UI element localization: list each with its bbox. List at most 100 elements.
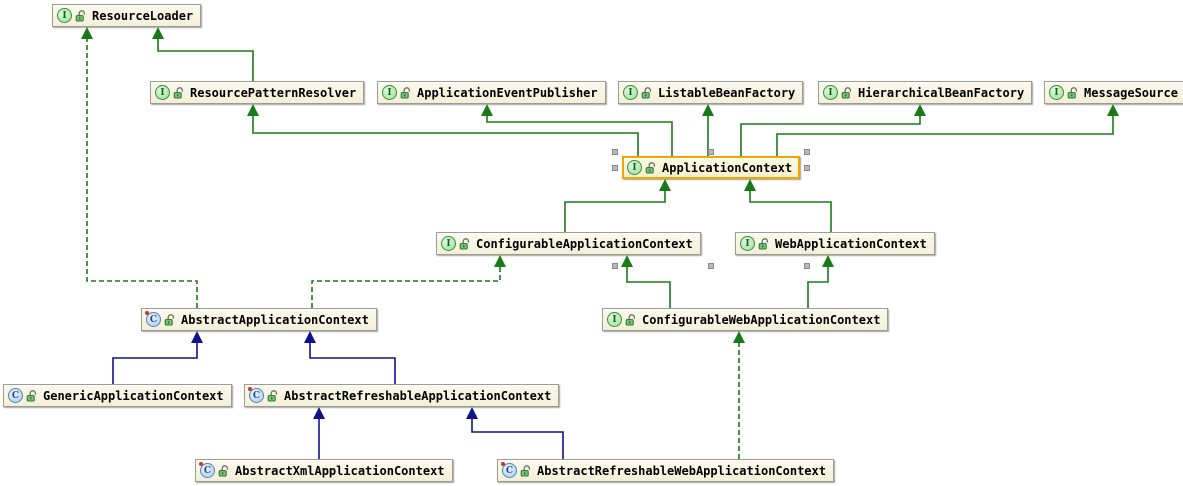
selection-handle[interactable]: [804, 149, 811, 155]
type-letter: I: [387, 87, 392, 98]
node-label: AbstractRefreshableApplicationContext: [284, 388, 552, 403]
type-letter: I: [745, 238, 750, 249]
type-icon: C: [501, 462, 517, 478]
type-letter: C: [203, 465, 212, 476]
edge-generic-application-context-to-abstract-application-context: [112, 343, 198, 384]
node-web-application-context[interactable]: I WebApplicationContext: [735, 232, 935, 255]
open-padlock-icon: [400, 86, 411, 98]
type-icon: C: [8, 388, 23, 403]
type-letter: C: [11, 390, 20, 401]
edge-abstract-application-context-to-resource-loader: [86, 39, 198, 308]
node-label: HierarchicalBeanFactory: [858, 85, 1025, 100]
selection-handle[interactable]: [804, 164, 811, 171]
node-label: ApplicationContext: [662, 160, 793, 175]
node-label: ResourcePatternResolver: [190, 85, 357, 100]
edge-configurable-web-application-context-to-configurable-application-context: [626, 267, 671, 308]
node-generic-application-context[interactable]: C GenericApplicationContext: [3, 384, 232, 407]
node-abstract-xml-application-context[interactable]: C AbstractXmlApplicationContext: [195, 459, 453, 482]
node-configurable-application-context[interactable]: I ConfigurableApplicationContext: [436, 232, 701, 255]
node-label: ResourceLoader: [92, 8, 194, 23]
node-label: GenericApplicationContext: [43, 388, 224, 403]
arrowhead-hierarchical-bean-factory: [914, 104, 926, 116]
node-application-event-publisher[interactable]: I ApplicationEventPublisher: [377, 81, 606, 104]
node-abstract-application-context[interactable]: C AbstractApplicationContext: [141, 308, 377, 331]
type-icon: I: [441, 236, 456, 251]
node-abstract-refreshable-web-application-context[interactable]: C AbstractRefreshableWebApplicationConte…: [497, 459, 834, 482]
arrowhead-configurable-application-context: [621, 255, 633, 267]
edge-abstract-refreshable-web-application-context-to-abstract-refreshable-application-context: [471, 419, 564, 459]
selection-handle[interactable]: [612, 263, 618, 269]
arrowhead-resource-loader: [81, 27, 93, 39]
node-label: ConfigurableApplicationContext: [476, 236, 693, 251]
selection-handle[interactable]: [612, 164, 618, 171]
type-icon: C: [199, 462, 215, 478]
type-icon: I: [1049, 85, 1064, 100]
edge-abstract-refreshable-application-context-to-abstract-application-context: [309, 343, 396, 384]
node-label: ApplicationEventPublisher: [417, 85, 598, 100]
type-icon: I: [627, 160, 642, 175]
edge-application-context-to-hierarchical-bean-factory: [740, 116, 921, 156]
abstract-marker: [248, 387, 252, 391]
open-padlock-icon: [164, 313, 175, 325]
node-resource-loader[interactable]: I ResourceLoader: [52, 4, 202, 27]
node-label: AbstractApplicationContext: [181, 312, 369, 327]
type-letter: I: [628, 87, 633, 98]
node-label: MessageSource: [1084, 85, 1178, 100]
type-letter: C: [505, 465, 514, 476]
type-letter: I: [446, 238, 451, 249]
selection-handle[interactable]: [804, 263, 811, 269]
open-padlock-icon: [625, 313, 636, 325]
open-padlock-icon: [459, 237, 470, 249]
open-padlock-icon: [26, 389, 37, 401]
abstract-marker: [145, 311, 149, 315]
edge-application-context-to-resource-pattern-resolver: [252, 116, 639, 156]
arrowhead-abstract-refreshable-application-context: [466, 407, 478, 419]
selection-handle[interactable]: [708, 263, 715, 269]
node-application-context[interactable]: I ApplicationContext: [612, 149, 811, 269]
node-label: AbstractXmlApplicationContext: [235, 463, 445, 478]
type-letter: C: [149, 314, 158, 325]
type-icon: I: [607, 312, 622, 327]
arrowhead-abstract-application-context: [191, 331, 203, 343]
type-icon: I: [382, 85, 397, 100]
open-padlock-icon: [75, 9, 86, 21]
node-label: ConfigurableWebApplicationContext: [642, 312, 881, 327]
abstract-marker: [501, 462, 505, 466]
arrowhead-web-application-context: [822, 255, 834, 267]
edge-configurable-application-context-to-application-context: [564, 191, 666, 232]
type-letter: I: [160, 87, 165, 98]
open-padlock-icon: [218, 464, 229, 476]
node-listable-bean-factory[interactable]: I ListableBeanFactory: [618, 81, 804, 104]
node-hierarchical-bean-factory[interactable]: I HierarchicalBeanFactory: [818, 81, 1033, 104]
open-padlock-icon: [520, 464, 531, 476]
node-label: ListableBeanFactory: [658, 85, 796, 100]
open-padlock-icon: [645, 161, 656, 173]
node-label: AbstractRefreshableWebApplicationContext: [537, 463, 826, 478]
arrowhead-abstract-application-context: [304, 331, 316, 343]
type-icon: I: [823, 85, 838, 100]
type-icon: C: [145, 311, 161, 327]
node-configurable-web-application-context[interactable]: I ConfigurableWebApplicationContext: [602, 308, 889, 331]
type-letter: I: [612, 314, 617, 325]
arrowhead-configurable-web-application-context: [733, 331, 745, 343]
edge-abstract-application-context-to-configurable-application-context: [311, 267, 501, 308]
node-message-source[interactable]: I MessageSource: [1044, 81, 1183, 104]
type-letter: C: [252, 390, 261, 401]
node-abstract-refreshable-application-context[interactable]: C AbstractRefreshableApplicationContext: [244, 384, 560, 407]
edge-configurable-web-application-context-to-web-application-context: [807, 267, 829, 308]
edge-application-context-to-message-source: [776, 116, 1114, 156]
node-resource-pattern-resolver[interactable]: I ResourcePatternResolver: [150, 81, 365, 104]
open-padlock-icon: [758, 237, 769, 249]
type-icon: I: [155, 85, 170, 100]
arrowhead-resource-pattern-resolver: [247, 104, 259, 116]
arrowhead-abstract-refreshable-application-context: [313, 407, 325, 419]
type-icon: C: [248, 387, 264, 403]
type-letter: I: [1054, 87, 1059, 98]
abstract-marker: [199, 462, 203, 466]
selection-handle[interactable]: [612, 149, 618, 155]
selection-handle[interactable]: [708, 149, 715, 155]
arrowhead-message-source: [1107, 104, 1119, 116]
edge-web-application-context-to-application-context: [749, 191, 832, 232]
